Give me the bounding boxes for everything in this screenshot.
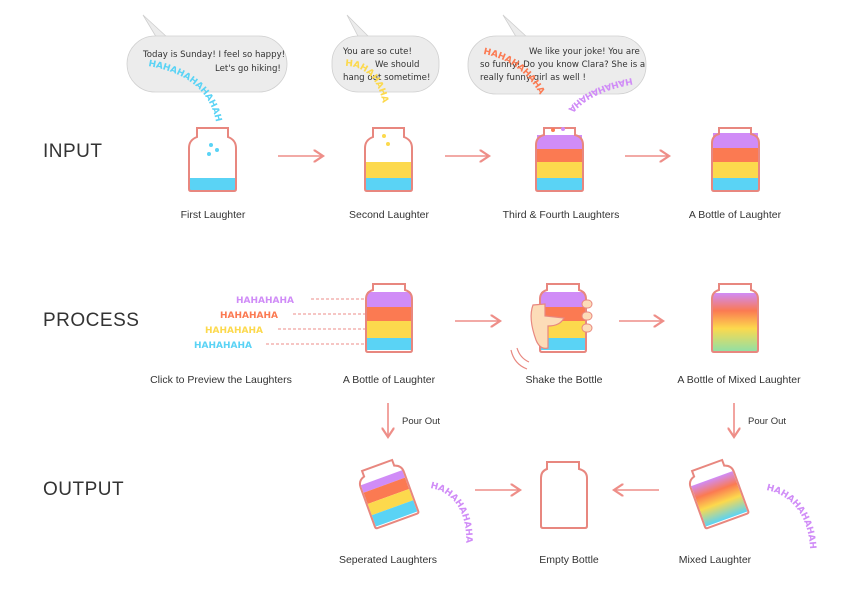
- speech-bubble-2: You are so cute! We should hang out some…: [331, 14, 440, 93]
- bottle-full-laughter: [711, 127, 760, 192]
- caption-bottle2: A Bottle of Laughter: [343, 374, 436, 386]
- bottle-third-fourth-laughter: [535, 127, 584, 192]
- bubble-3-line1: We like your joke! You are: [529, 47, 640, 57]
- caption-empty: Empty Bottle: [539, 554, 599, 566]
- preview-laugh-orange[interactable]: HAHAHAHA: [220, 311, 278, 321]
- bubble-2-line1: You are so cute!: [342, 47, 412, 57]
- section-output: OUTPUT: [43, 479, 124, 500]
- caption-first: First Laughter: [181, 209, 246, 221]
- bottle-process-laughter[interactable]: [365, 283, 413, 353]
- bubble-3-line2: so funny! Do you know Clara? She is a: [480, 60, 645, 70]
- hand-icon: [530, 303, 565, 349]
- caption-mixed: Mixed Laughter: [679, 554, 752, 566]
- caption-third-fourth: Third & Fourth Laughters: [503, 209, 620, 221]
- pour-out-right: Pour Out: [748, 416, 786, 427]
- speech-bubble-3: We like your joke! You are so funny! Do …: [467, 14, 647, 95]
- caption-second: Second Laughter: [349, 209, 429, 221]
- section-process: PROCESS: [43, 310, 139, 331]
- bubble-3-line3: really funny girl as well !: [480, 73, 586, 83]
- bubble-2-line3: hang out sometime!: [343, 73, 430, 83]
- preview-leader-lines: [266, 298, 365, 345]
- preview-laugh-yellow[interactable]: HAHAHAHA: [205, 326, 263, 336]
- bottle-second-laughter: [364, 127, 413, 192]
- shake-motion-icon: [516, 347, 530, 363]
- caption-separated: Seperated Laughters: [339, 554, 437, 566]
- caption-bottle: A Bottle of Laughter: [689, 209, 782, 221]
- caption-shake: Shake the Bottle: [525, 374, 602, 386]
- bottle-mixed-pour: [688, 458, 750, 530]
- bubble-1-line2: Let's go hiking!: [215, 64, 281, 74]
- bottle-mixed-laughter: [711, 283, 759, 353]
- section-input: INPUT: [43, 141, 103, 162]
- caption-preview: Click to Preview the Laughters: [150, 374, 292, 386]
- bottle-empty: [540, 461, 588, 529]
- pour-out-left: Pour Out: [402, 416, 440, 427]
- caption-mixed-bottle: A Bottle of Mixed Laughter: [677, 374, 801, 386]
- bottle-shake: [510, 283, 593, 370]
- speech-bubble-1: Today is Sunday! I feel so happy! Let's …: [126, 14, 288, 93]
- bubble-2-line2: We should: [375, 60, 419, 70]
- preview-laugh-purple[interactable]: HAHAHAHA: [236, 296, 294, 306]
- bubble-1-line1: Today is Sunday! I feel so happy!: [142, 50, 285, 60]
- preview-laugh-blue[interactable]: HAHAHAHA: [194, 341, 252, 351]
- bottle-first-laughter: [188, 127, 237, 192]
- bottle-separated: [358, 458, 420, 530]
